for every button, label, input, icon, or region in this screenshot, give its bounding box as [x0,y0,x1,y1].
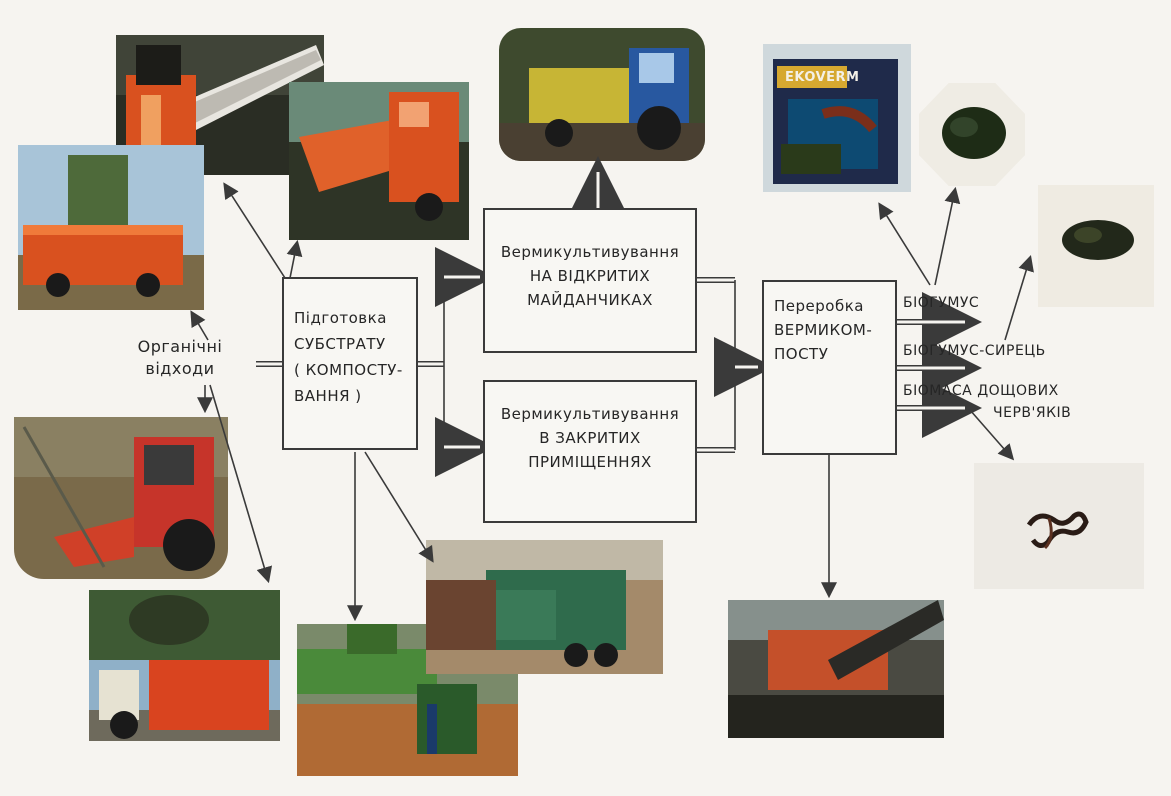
photo-orange-screener [728,600,944,738]
box-substrate-label: Підготовка СУБСТРАТУ ( КОМПОСТУ- ВАННЯ ) [294,309,403,405]
photo-green-compost-turner [297,624,518,776]
label-output-worm-biomass: БІОМАСА ДОЩОВИХ [903,383,1059,399]
photo-biohumus-sample [919,83,1025,186]
photo-orange-harvester [289,82,469,240]
photo-ekoverm-package: EKOVERM [763,44,911,192]
photo-raw-biohumus [1038,185,1154,307]
photo-green-trommel [426,540,663,674]
label-output-biohumus: БІОГУМУС [903,295,980,311]
photo-orange-spreader [18,145,204,310]
label-output-worm-biomass-2: ЧЕРВ'ЯКІВ [993,405,1072,421]
box-closed-label: Вермикультивування В ЗАКРИТИХ ПРИМІЩЕННЯ… [500,405,680,471]
photo-earthworms [974,463,1144,589]
label-output-raw-biohumus: БІОГУМУС-СИРЕЦЬ [903,343,1046,359]
box-substrate-preparation: Підготовка СУБСТРАТУ ( КОМПОСТУ- ВАННЯ ) [282,277,418,450]
box-open-label: Вермикультивування НА ВІДКРИТИХ МАЙДАНЧИ… [500,243,680,309]
photo-red-shredder-tractor [14,417,228,579]
photo-red-loader [89,590,280,741]
label-organic-waste: Органічні відходи [137,337,223,378]
package-logo: EKOVERM [785,70,860,85]
box-vermicompost-processing: Переробка ВЕРМИКОМ- ПОСТУ [762,280,897,455]
box-processing-label: Переробка ВЕРМИКОМ- ПОСТУ [774,297,873,363]
photo-tractor-tank [499,28,705,161]
box-closed-vermiculture: Вермикультивування В ЗАКРИТИХ ПРИМІЩЕННЯ… [483,380,697,523]
box-open-vermiculture: Вермикультивування НА ВІДКРИТИХ МАЙДАНЧИ… [483,208,697,353]
